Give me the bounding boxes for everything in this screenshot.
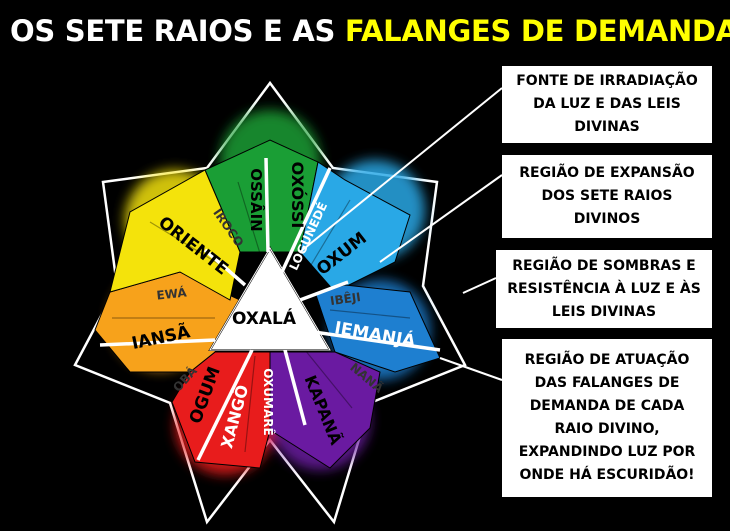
label-ewa: EWÁ — [156, 284, 188, 302]
title-part-white: OS SETE RAIOS E AS — [10, 14, 336, 48]
info-box-line: LEIS DIVINAS — [551, 303, 657, 320]
label-ibeji: IBÊJI — [329, 289, 362, 308]
info-box-shadows: REGIÃO DE SOMBRAS E RESISTÊNCIA À LUZ E … — [496, 250, 712, 328]
info-box-line: REGIÃO DE EXPANSÃO — [519, 165, 695, 181]
info-box-expansion: REGIÃO DE EXPANSÃO DOS SETE RAIOS DIVINO… — [502, 155, 712, 238]
page-title: OS SETE RAIOS E AS FALANGES DE DEMANDA — [10, 14, 730, 48]
info-box-line: EXPANDINDO LUZ POR — [518, 444, 696, 460]
label-oxumare: OXUMARÊ — [261, 368, 276, 435]
label-oxala: OXALÁ — [232, 307, 297, 329]
info-box-line: DIVINAS — [574, 119, 640, 135]
info-box-line: REGIÃO DE SOMBRAS E — [512, 257, 696, 274]
info-box-line: RESISTÊNCIA À LUZ E ÀS — [507, 280, 701, 297]
label-ossain: OSSÂIN — [247, 168, 266, 231]
info-box-line: REGIÃO DE ATUAÇÃO — [524, 352, 690, 368]
ray-yellow — [109, 169, 241, 301]
info-box-source: FONTE DE IRRADIAÇÃO DA LUZ E DAS LEIS DI… — [502, 66, 712, 143]
info-box-falanges: REGIÃO DE ATUAÇÃO DAS FALANGES DE DEMAND… — [502, 339, 712, 497]
info-box-line: DAS FALANGES DE — [534, 375, 680, 391]
info-box-line: DIVINOS — [573, 211, 641, 227]
info-box-line: ONDE HÁ ESCURIDÃO! — [519, 467, 695, 483]
info-box-line: DOS SETE RAIOS — [541, 188, 673, 204]
info-box-line: DA LUZ E DAS LEIS — [533, 96, 681, 112]
title-part-yellow: FALANGES DE DEMANDA — [344, 14, 730, 48]
info-box-line: RAIO DIVINO, — [554, 421, 660, 437]
info-box-line: FONTE DE IRRADIAÇÃO — [516, 73, 698, 89]
info-box-line: DEMANDA DE CADA — [529, 398, 685, 414]
label-oxossi: OXÓSSI — [288, 162, 307, 229]
